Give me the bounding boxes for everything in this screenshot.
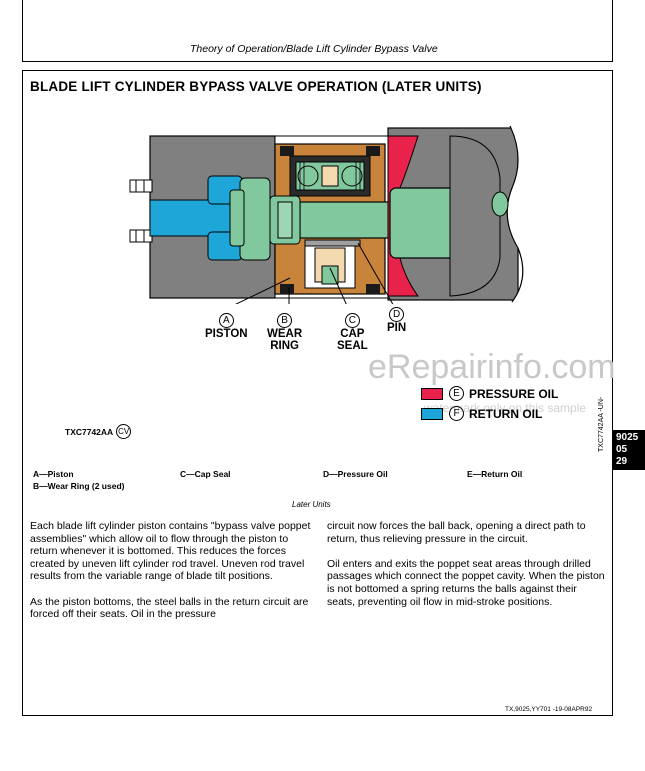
callout-letter: A [218, 313, 234, 328]
figure-caption: Later Units [292, 500, 331, 509]
body-paragraph: Oil enters and exits the poppet seat are… [327, 557, 605, 608]
figure-badge: CV [116, 424, 132, 439]
body-left-column: Each blade lift cylinder piston contains… [30, 520, 315, 633]
legend-swatch-return [421, 407, 443, 420]
callout-pin: D PIN [387, 307, 406, 334]
watermark: eRepairinfo.com [368, 348, 616, 386]
body-paragraph: As the piston bottoms, the steel balls i… [30, 595, 309, 621]
footer-code: TX,9025,YY701 -19-08APR92 [505, 706, 593, 713]
page-tab-section: 05 [616, 444, 628, 455]
wear-ring-bottom [280, 284, 294, 294]
callout-letter: B [277, 313, 293, 328]
header-left-rule [22, 0, 23, 62]
spring-coils [299, 162, 361, 190]
housing-break [507, 126, 530, 302]
legend-label: PRESSURE OIL [469, 386, 559, 401]
leader-lines [235, 242, 394, 304]
key-b: B—Wear Ring (2 used) [33, 481, 125, 491]
body-right-column: circuit now forces the ball back, openin… [327, 520, 607, 621]
page-number-tab: 9025 05 29 [613, 430, 645, 470]
bolt-heads [129, 179, 153, 243]
key-a: A—Piston [33, 469, 74, 479]
watermark-note: watermark only on this sample [424, 401, 587, 415]
callout-letter: D [389, 307, 405, 322]
callout-letter: C [344, 313, 360, 328]
pin [304, 239, 361, 247]
figure-code: TXC7742AA CV [65, 424, 132, 439]
piston-rod [299, 201, 396, 239]
legend-swatch-pressure [421, 387, 443, 400]
legend-letter: E [449, 386, 464, 401]
content-frame [22, 70, 613, 716]
page-tab-page: 29 [616, 456, 628, 467]
callout-label: PISTON [205, 328, 248, 340]
header-right-rule [612, 0, 613, 62]
key-e: E—Return Oil [467, 469, 523, 479]
running-header: Theory of Operation/Blade Lift Cylinder … [190, 43, 438, 55]
legend-pressure-oil: E PRESSURE OIL [421, 386, 558, 401]
callout-label: PIN [387, 322, 407, 334]
figure-code-text: TXC7742AA [65, 426, 114, 437]
rod-gland [449, 135, 501, 297]
legend-label: RETURN OIL [469, 406, 543, 421]
page-tab-group: 9025 [616, 432, 639, 443]
legend-letter: F [449, 406, 464, 421]
side-figure-code: TXC7742AA -UN- [598, 396, 605, 452]
body-paragraph: Each blade lift cylinder piston contains… [30, 520, 311, 583]
section-title: BLADE LIFT CYLINDER BYPASS VALVE OPERATI… [30, 79, 482, 94]
header-divider [22, 61, 613, 62]
bypass-valve-diagram [129, 125, 530, 304]
key-c: C—Cap Seal [180, 469, 231, 479]
legend-return-oil: F RETURN OIL [421, 406, 542, 421]
body-paragraph: circuit now forces the ball back, openin… [327, 520, 586, 545]
wear-ring-top [280, 146, 294, 156]
key-d: D—Pressure Oil [323, 469, 388, 479]
callout-piston: A PISTON [205, 313, 248, 340]
